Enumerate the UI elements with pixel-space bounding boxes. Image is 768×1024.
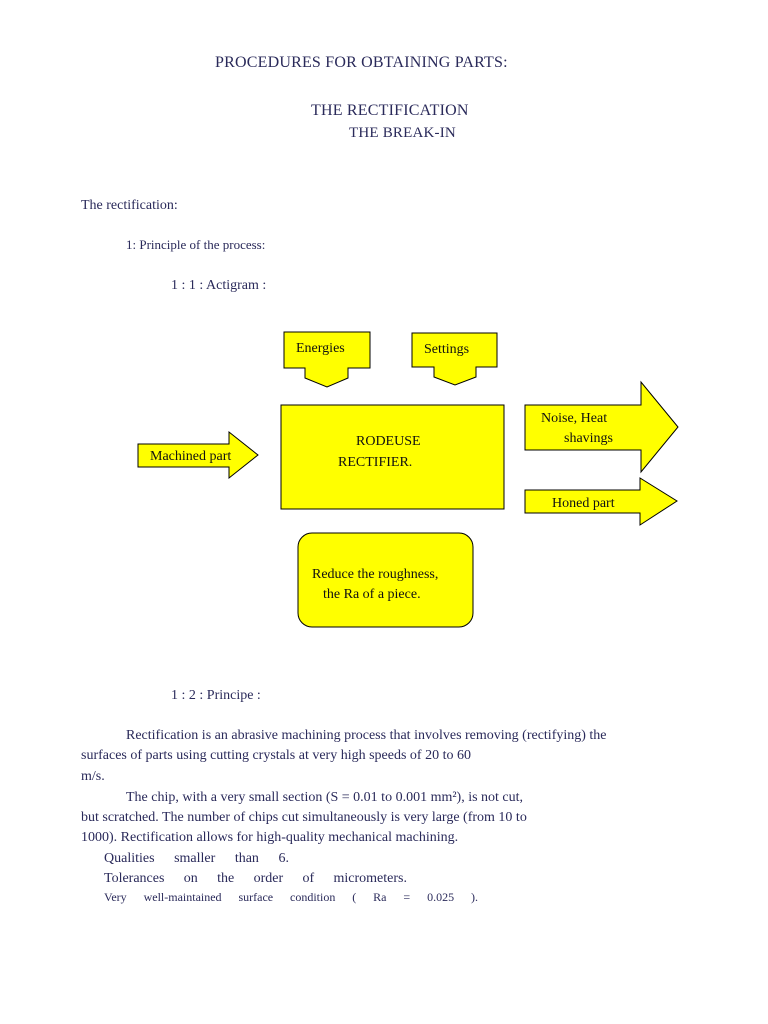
- list-word: on: [183, 871, 198, 886]
- settings-label: Settings: [424, 342, 469, 357]
- list-word: well-maintained: [143, 890, 222, 904]
- list-word: =: [403, 890, 411, 904]
- settings-arrow: [411, 332, 498, 386]
- list-word: smaller: [174, 851, 216, 866]
- list-word: order: [253, 871, 284, 886]
- principe-heading: 1 : 2 : Principe :: [171, 688, 261, 703]
- paragraph-1-line-3: m/s.: [81, 769, 105, 784]
- paragraph-1-line-1: Rectification is an abrasive machining p…: [126, 728, 607, 743]
- list-word: ).: [471, 890, 478, 904]
- noise-heat-label-line2: shavings: [564, 431, 613, 446]
- subtitle-rectification: THE RECTIFICATION: [311, 102, 469, 119]
- goal-label-line2: the Ra of a piece.: [323, 587, 421, 602]
- list-word: 0.025: [427, 890, 455, 904]
- paragraph-2-line-1: The chip, with a very small section (S =…: [126, 790, 524, 805]
- goal-label-line1: Reduce the roughness,: [312, 567, 438, 582]
- section-title: The rectification:: [81, 198, 178, 213]
- list-word: Tolerances: [104, 871, 165, 886]
- list-word: 6.: [278, 851, 289, 866]
- energies-arrow: [283, 331, 371, 388]
- noise-heat-label-line1: Noise, Heat: [541, 411, 607, 426]
- document-title: PROCEDURES FOR OBTAINING PARTS:: [215, 54, 508, 71]
- list-word: surface: [238, 890, 274, 904]
- goal-box: [297, 532, 474, 628]
- machined-part-arrow: [137, 430, 259, 480]
- list-word: Ra: [373, 890, 387, 904]
- rectifier-box: [280, 404, 505, 510]
- list-word: the: [217, 871, 235, 886]
- list-word: condition: [290, 890, 336, 904]
- energies-label: Energies: [296, 341, 345, 356]
- list-item-qualities: Qualities smaller than 6.: [104, 849, 289, 869]
- honed-part-arrow: [524, 477, 678, 526]
- list-word: of: [302, 871, 315, 886]
- rectifier-label-line2: RECTIFIER.: [338, 455, 412, 470]
- paragraph-1-line-2: surfaces of parts using cutting crystals…: [81, 748, 471, 763]
- list-word: Qualities: [104, 851, 155, 866]
- noise-heat-arrow: [524, 380, 679, 474]
- list-item-surface-condition: Very well-maintained surface condition (…: [104, 888, 478, 906]
- list-item-tolerances: Tolerances on the order of micrometers.: [104, 869, 407, 889]
- machined-part-label: Machined part: [150, 449, 231, 464]
- subtitle-break-in: THE BREAK-IN: [349, 125, 456, 141]
- rectifier-label-line1: RODEUSE: [356, 434, 421, 449]
- actigram-heading: 1 : 1 : Actigram :: [171, 278, 267, 293]
- list-word: than: [234, 851, 259, 866]
- principle-heading: 1: Principle of the process:: [126, 237, 266, 252]
- honed-part-label: Honed part: [552, 496, 615, 511]
- list-word: (: [352, 890, 357, 904]
- list-word: Very: [104, 890, 127, 904]
- paragraph-2-line-2: but scratched. The number of chips cut s…: [81, 810, 527, 825]
- list-word: micrometers.: [333, 871, 407, 886]
- paragraph-2-line-3: 1000). Rectification allows for high-qua…: [81, 830, 459, 845]
